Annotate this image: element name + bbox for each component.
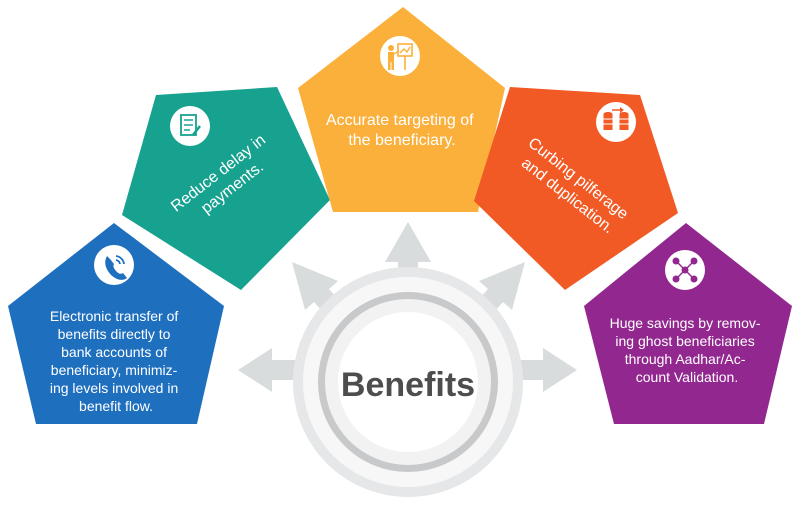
document-checklist-icon [170,106,210,146]
pentagon-blue [8,223,224,424]
arrow-up [385,222,431,300]
arrow-right [515,348,577,392]
benefit-text-blue: Electronic transfer of benefits directly… [50,308,182,414]
phone-icon [94,245,134,285]
pentagon-purple [584,223,792,424]
benefit-curbing-pilferage: Curbing pilferage and duplication. [474,87,678,290]
arrow-left [238,348,300,392]
database-transfer-icon [596,102,636,142]
benefit-huge-savings: Huge savings by remov- ing ghost benefic… [584,223,792,424]
pentagon-yellow [298,7,505,212]
benefit-text-purple: Huge savings by remov- ing ghost benefic… [610,315,765,385]
hub-title: Benefits [341,366,475,404]
benefit-accurate-targeting: Accurate targeting of the beneficiary. [298,7,505,212]
benefit-reduce-delay: Reduce delay in payments. [122,87,330,290]
presentation-icon [380,36,420,76]
benefits-hub: Benefits [293,267,523,497]
social-network-icon [665,250,705,290]
benefit-text-yellow: Accurate targeting of the beneficiary. [326,112,478,149]
benefit-electronic-transfer: Electronic transfer of benefits directly… [8,223,224,424]
